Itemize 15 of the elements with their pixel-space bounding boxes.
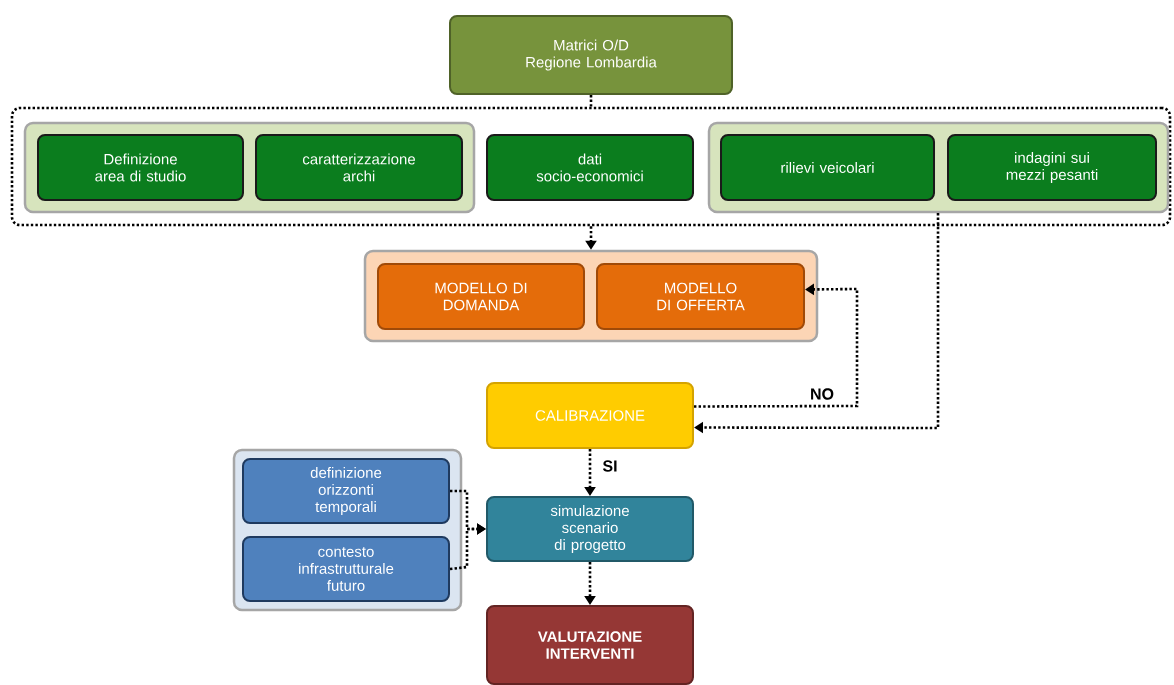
process-box: CALIBRAZIONE bbox=[486, 382, 694, 449]
model-box: MODELLO DI DOMANDA bbox=[377, 263, 585, 330]
input-box: Definizione area di studio bbox=[37, 134, 244, 201]
input-box: contesto infrastrutturale futuro bbox=[242, 536, 450, 602]
input-box: dati socio-economici bbox=[486, 134, 694, 201]
result-box: VALUTAZIONE INTERVENTI bbox=[486, 605, 694, 685]
process-box: simulazione scenario di progetto bbox=[486, 496, 694, 562]
input-box: definizione orizzonti temporali bbox=[242, 458, 450, 524]
input-box: rilievi veicolari bbox=[720, 134, 935, 201]
edge-label: SI bbox=[601, 459, 619, 473]
input-box: indagini sui mezzi pesanti bbox=[947, 134, 1157, 201]
input-box: caratterizzazione archi bbox=[255, 134, 463, 201]
edge-label: NO bbox=[809, 387, 835, 401]
model-box: MODELLO DI OFFERTA bbox=[596, 263, 805, 330]
source-box: Matrici O/D Regione Lombardia bbox=[449, 15, 733, 95]
